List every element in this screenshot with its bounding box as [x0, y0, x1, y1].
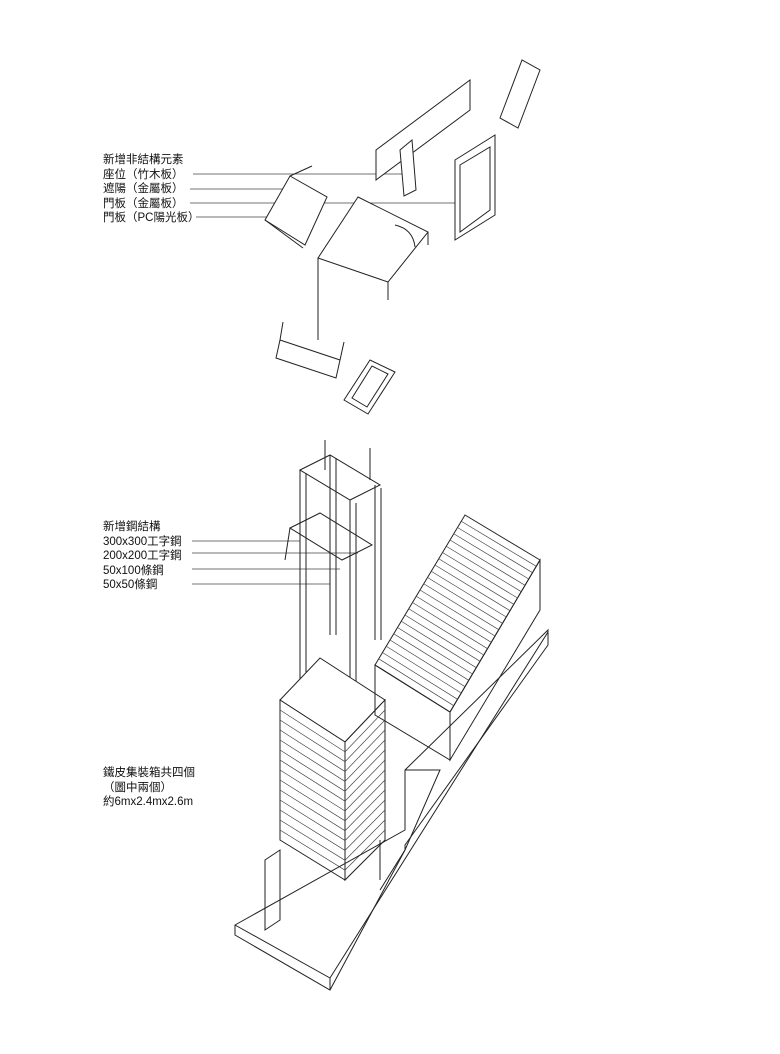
- corrugation-line: [457, 527, 533, 573]
- legend-item-50x50: 50x50條鋼: [103, 579, 158, 591]
- corrugation-line: [397, 627, 473, 675]
- corrugation-line: [344, 749, 386, 792]
- legend-item-50x100: 50x100條鋼: [103, 564, 164, 577]
- steel-frame: [284, 440, 382, 720]
- corrugation-line: [279, 759, 346, 802]
- corrugation-line: [344, 779, 386, 822]
- corrugation-line: [461, 520, 537, 567]
- corrugation-line: [434, 564, 511, 611]
- legend-title: 新增鋼結構: [103, 521, 161, 533]
- corrugation-line: [438, 558, 514, 605]
- corrugation-line: [412, 602, 488, 649]
- container-note: （圖中兩個）: [103, 781, 172, 794]
- legend-item-pc-door: 門板（PC陽光板）: [103, 212, 200, 224]
- corrugation-line: [279, 749, 346, 792]
- corrugation-line: [279, 779, 346, 822]
- corrugation-line: [446, 545, 522, 592]
- corrugation-line: [279, 719, 346, 763]
- container-count: 鐵皮集裝箱共四個: [103, 767, 195, 779]
- steel-legend: 新增鋼結構 300x300工字鋼 200x200工字鋼 50x100條鋼 50x…: [103, 520, 182, 593]
- corrugation-line: [449, 539, 526, 586]
- corrugation-line: [344, 829, 386, 871]
- corrugation-line: [279, 799, 346, 841]
- shipping-container: [374, 514, 541, 762]
- non-structural-elements: [264, 59, 541, 415]
- base-slab: [234, 628, 549, 991]
- corrugation-line: [453, 533, 529, 580]
- container-legend: 鐵皮集裝箱共四個 （圖中兩個） 約6mx2.4mx2.6m: [103, 766, 195, 810]
- corrugation-line: [442, 552, 518, 599]
- container-stack: [279, 657, 386, 882]
- corrugation-line: [427, 577, 503, 624]
- corrugation-line: [344, 789, 386, 831]
- corrugation-line: [279, 769, 346, 812]
- legend-item-shade: 遮陽（金屬板）: [103, 183, 184, 195]
- corrugation-line: [344, 799, 386, 841]
- corrugation-line: [344, 719, 386, 762]
- corrugation-line: [279, 739, 346, 782]
- corrugation-line: [404, 614, 481, 662]
- corrugation-line: [279, 709, 346, 753]
- corrugation-line: [389, 639, 466, 687]
- container-size: 約6mx2.4mx2.6m: [103, 796, 194, 808]
- legend-item-200-beam: 200x200工字鋼: [103, 550, 182, 562]
- corrugation-line: [279, 819, 346, 861]
- legend-title: 新增非結構元素: [103, 154, 184, 166]
- corrugation-line: [393, 633, 469, 681]
- legend-item-seat: 座位（竹木板）: [103, 168, 184, 181]
- corrugation-line: [344, 809, 386, 851]
- corrugation-line: [344, 769, 386, 812]
- legend-item-300-beam: 300x300工字鋼: [103, 535, 182, 548]
- corrugation-line: [279, 829, 346, 871]
- corrugation-line: [344, 759, 386, 802]
- corrugation-line: [344, 729, 386, 772]
- corrugation-line: [419, 589, 496, 637]
- corrugation-line: [279, 729, 346, 772]
- corrugation-line: [279, 809, 346, 851]
- corrugation-line: [344, 739, 386, 782]
- legend-item-metal-door: 門板（金屬板）: [103, 197, 184, 210]
- corrugation-line: [344, 819, 386, 861]
- non-structural-legend: 新增非結構元素 座位（竹木板） 遮陽（金屬板） 門板（金屬板） 門板（PC陽光板…: [103, 153, 199, 226]
- corrugation-line: [386, 645, 462, 694]
- corrugation-line: [279, 789, 346, 832]
- leader-lines: [190, 173, 470, 585]
- corrugation-line: [401, 620, 477, 668]
- corrugation-line: [431, 570, 507, 618]
- corrugation-line: [423, 583, 499, 630]
- corrugation-line: [378, 658, 454, 706]
- corrugation-line: [382, 652, 458, 700]
- corrugation-line: [408, 608, 484, 656]
- corrugation: [279, 709, 386, 871]
- corrugation-line: [416, 595, 492, 643]
